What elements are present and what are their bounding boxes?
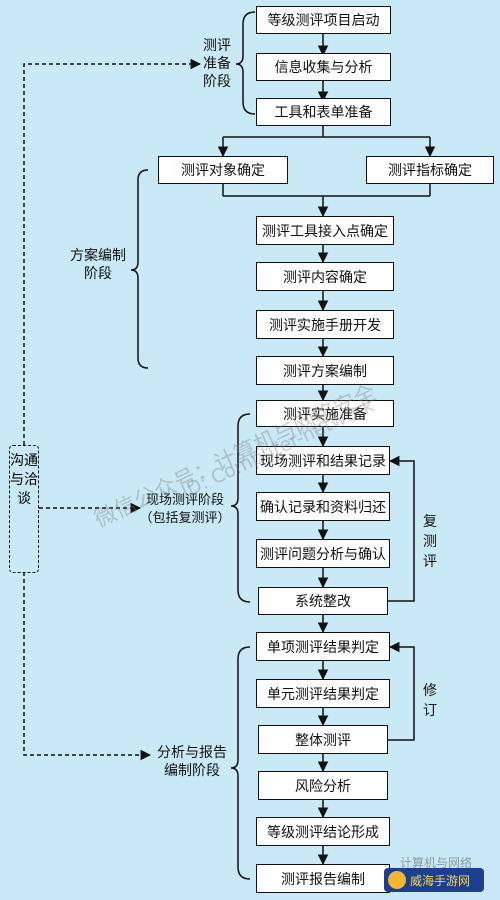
loop-label-revise: 修订	[423, 683, 437, 719]
step-report-writing[interactable]: 测评报告编制	[256, 864, 390, 893]
step-implementation-prep[interactable]: 测评实施准备	[256, 400, 394, 427]
phase-onsite-line2: （包括复测评）	[139, 511, 231, 526]
step-info-collection[interactable]: 信息收集与分析	[256, 53, 391, 81]
step-risk-analysis[interactable]: 风险分析	[258, 771, 388, 800]
phase-plan-line1: 方案编制	[70, 248, 126, 264]
step-rectification[interactable]: 系统整改	[258, 587, 388, 615]
logo-badge: 威海手游网	[384, 868, 484, 892]
phase-report-line1: 分析与报告	[157, 745, 227, 761]
revise-loop-line	[388, 641, 415, 741]
brace-report	[230, 646, 251, 880]
phase-label-report: 分析与报告 编制阶段	[153, 744, 231, 780]
step-project-start[interactable]: 等级测评项目启动	[256, 6, 391, 34]
phase-label-plan: 方案编制 阶段	[66, 247, 130, 283]
comm-line-prep	[23, 58, 202, 445]
loop-label-retest: 复测评	[423, 514, 437, 570]
watermark-footer: 计算机与网络	[400, 856, 473, 870]
comm-line-report	[23, 572, 152, 761]
step-overall-evaluation[interactable]: 整体测评	[258, 725, 388, 754]
step-access-point[interactable]: 测评工具接入点确定	[256, 216, 394, 245]
communication-box[interactable]: 沟通与洽谈	[9, 445, 39, 573]
step-single-item-judgement[interactable]: 单项测评结果判定	[256, 632, 390, 661]
phase-prep-line1: 测评	[203, 38, 231, 54]
step-target-determination[interactable]: 测评对象确定	[158, 156, 288, 184]
phase-onsite-line1: 现场测评阶段	[145, 493, 224, 508]
logo-text: 威海手游网	[410, 873, 471, 888]
step-tools-forms-prep[interactable]: 工具和表单准备	[256, 98, 391, 126]
brace-onsite	[230, 413, 251, 603]
step-manual-development[interactable]: 测评实施手册开发	[256, 310, 394, 339]
step-plan-writing[interactable]: 测评方案编制	[256, 356, 394, 385]
brace-prep	[235, 11, 256, 115]
phase-label-prep: 测评 准备 阶段	[200, 37, 234, 91]
step-indicator-determination[interactable]: 测评指标确定	[366, 156, 494, 184]
step-conclusion[interactable]: 等级测评结论形成	[256, 817, 390, 846]
logo-icon	[388, 871, 406, 889]
phase-label-onsite: 现场测评阶段 （包括复测评）	[139, 492, 231, 528]
retest-loop-line	[388, 455, 415, 602]
step-content-determination[interactable]: 测评内容确定	[256, 262, 394, 291]
step-confirm-records[interactable]: 确认记录和资料归还	[256, 492, 390, 521]
step-onsite-testing[interactable]: 现场测评和结果记录	[256, 446, 390, 475]
phase-plan-line2: 阶段	[84, 266, 112, 282]
step-unit-judgement[interactable]: 单元测评结果判定	[256, 679, 390, 708]
step-issue-analysis[interactable]: 测评问题分析与确认	[256, 539, 390, 568]
phase-prep-line3: 阶段	[203, 74, 231, 90]
brace-plan	[130, 169, 149, 369]
phase-report-line2: 编制阶段	[164, 763, 220, 779]
phase-prep-line2: 准备	[203, 56, 231, 72]
